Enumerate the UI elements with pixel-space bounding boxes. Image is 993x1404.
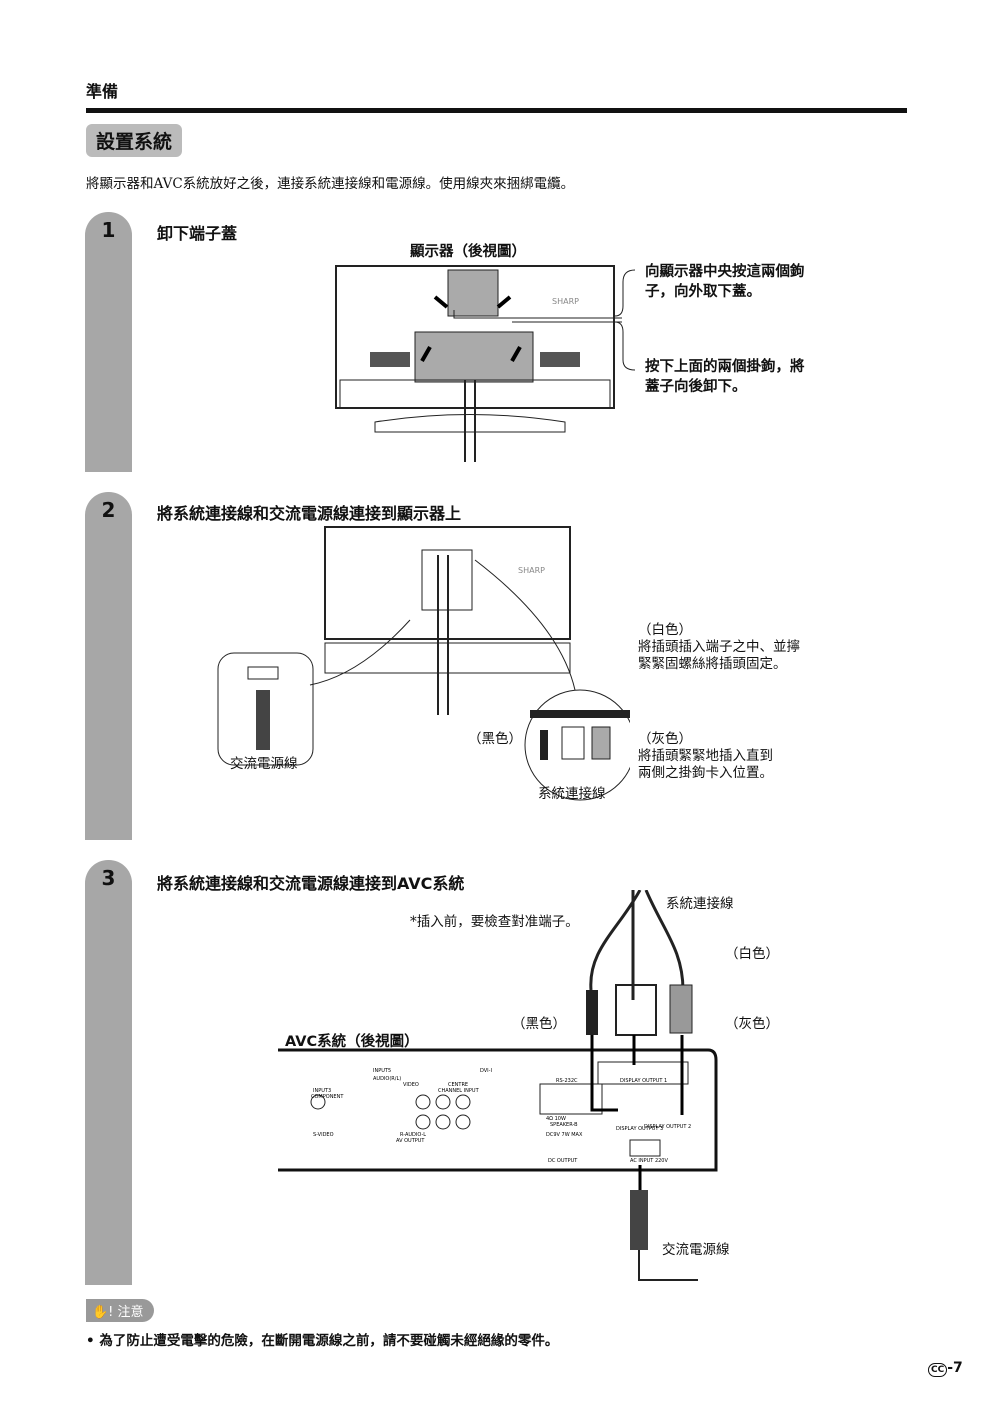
white-label: （白色）: [638, 622, 692, 638]
svg-text:DISPLAY OUTPUT 3: DISPLAY OUTPUT 3: [616, 1126, 663, 1132]
ac-cord-label: 交流電源線: [662, 1242, 730, 1258]
system-cable-label: 系統連接線: [538, 786, 606, 802]
white-plug-note: （白色） 將插頭插入端子之中、並擰 緊緊固螺絲將插頭固定。: [638, 622, 800, 673]
black-label: （黑色）: [512, 1016, 566, 1032]
gray-label: （灰色）: [638, 731, 692, 747]
step-3-bar: [85, 860, 132, 1285]
alignment-note: *插入前，要檢查對准端子。: [410, 914, 579, 930]
page-number-text: -7: [947, 1360, 963, 1376]
svg-text:DISPLAY OUTPUT 1: DISPLAY OUTPUT 1: [620, 1078, 667, 1084]
black-label: （黑色）: [468, 731, 522, 747]
callout-remove-top-cover: 向顯示器中央按這兩個鉤子，向外取下蓋。: [645, 262, 805, 302]
svg-text:SHARP: SHARP: [518, 566, 545, 575]
callout-remove-bottom-cover: 按下上面的兩個掛鉤，將蓋子向後卸下。: [645, 357, 805, 397]
step-2-bar: [85, 492, 132, 840]
step-1-title: 卸下端子蓋: [157, 224, 238, 243]
callout-line: 子，向外取下蓋。: [645, 284, 761, 300]
svg-text:RS-232C: RS-232C: [556, 1078, 578, 1084]
header-rule: [86, 108, 907, 113]
step-3-number: 3: [101, 866, 116, 890]
hand-warning-icon: ✋!: [92, 1305, 114, 1320]
caution-text-body: 為了防止遭受電擊的危險，在斷開電源線之前，請不要碰觸未經絕緣的零件。: [99, 1333, 559, 1349]
svg-text:4Ω 10W: 4Ω 10W: [546, 1116, 566, 1122]
system-cable-label: 系統連接線: [666, 896, 734, 912]
step-2-number: 2: [101, 498, 116, 522]
page-number: CC-7: [928, 1360, 963, 1377]
caution-badge: ✋! 注意: [86, 1299, 154, 1322]
svg-text:INPUT5: INPUT5: [373, 1068, 391, 1074]
page-title: 設置系統: [86, 124, 183, 157]
svg-text:DVI-I: DVI-I: [480, 1068, 492, 1074]
display-rear-diagram: SHARP: [335, 265, 622, 462]
avc-rear-view-title: AVC系統（後視圖）: [285, 1034, 419, 1050]
gray-plug-note: （灰色） 將插頭緊緊地插入直到 兩側之掛鉤卡入位置。: [638, 731, 773, 782]
note-line: 緊緊固螺絲將插頭固定。: [638, 656, 787, 672]
svg-text:SHARP: SHARP: [552, 297, 579, 306]
avc-connection-diagram: INPUT5 AUDIO(R/L) DVI-I INPUT3 COMPONENT…: [278, 890, 718, 1281]
step-3-title: 將系統連接線和交流電源線連接到AVC系統: [157, 874, 465, 893]
svg-text:CENTRE: CENTRE: [448, 1082, 468, 1088]
svg-text:VIDEO: VIDEO: [403, 1082, 419, 1088]
caution-label: 注意: [117, 1305, 144, 1320]
display-rear-view-title: 顯示器（後視圖）: [410, 244, 526, 260]
svg-text:SPEAKER-B: SPEAKER-B: [550, 1122, 578, 1128]
svg-text:DISPLAY OUTPUT 2: DISPLAY OUTPUT 2: [644, 1124, 691, 1130]
note-line: 將插頭緊緊地插入直到: [638, 748, 773, 764]
svg-text:R-AUDIO-L: R-AUDIO-L: [400, 1132, 426, 1138]
step-2-title: 將系統連接線和交流電源線連接到顯示器上: [157, 504, 462, 523]
display-connection-diagram: SHARP: [217, 526, 630, 801]
section-header: 準備: [86, 82, 119, 101]
callout-line: 蓋子向後卸下。: [645, 379, 747, 395]
callout-line: 按下上面的兩個掛鉤，將: [645, 359, 805, 375]
step-1-bar: [85, 212, 132, 472]
caution-text: • 為了防止遭受電擊的危險，在斷開電源線之前，請不要碰觸未經絕緣的零件。: [86, 1333, 559, 1349]
white-label: （白色）: [725, 946, 779, 962]
svg-text:AC INPUT 220V: AC INPUT 220V: [630, 1158, 668, 1164]
callout-line: 向顯示器中央按這兩個鉤: [645, 264, 805, 280]
cc-badge-icon: CC: [928, 1363, 948, 1377]
svg-text:DC OUTPUT: DC OUTPUT: [548, 1158, 578, 1164]
step-1-number: 1: [101, 218, 116, 242]
svg-text:CHANNEL INPUT: CHANNEL INPUT: [438, 1088, 480, 1094]
svg-text:AUDIO(R/L): AUDIO(R/L): [373, 1076, 401, 1082]
gray-label: （灰色）: [725, 1016, 779, 1032]
callout-brackets: [615, 269, 636, 371]
svg-text:INPUT3: INPUT3: [313, 1088, 331, 1094]
ac-cord-label: 交流電源線: [230, 756, 298, 772]
svg-text:DC9V 7W MAX: DC9V 7W MAX: [546, 1132, 583, 1138]
svg-text:COMPONENT: COMPONENT: [311, 1094, 344, 1100]
note-line: 兩側之掛鉤卡入位置。: [638, 765, 773, 781]
svg-text:S-VIDEO: S-VIDEO: [313, 1132, 334, 1138]
note-line: 將插頭插入端子之中、並擰: [638, 639, 800, 655]
intro-text: 將顯示器和AVC系統放好之後，連接系統連接線和電源線。使用線夾來捆綁電纜。: [86, 176, 575, 192]
svg-text:AV OUTPUT: AV OUTPUT: [396, 1138, 425, 1144]
